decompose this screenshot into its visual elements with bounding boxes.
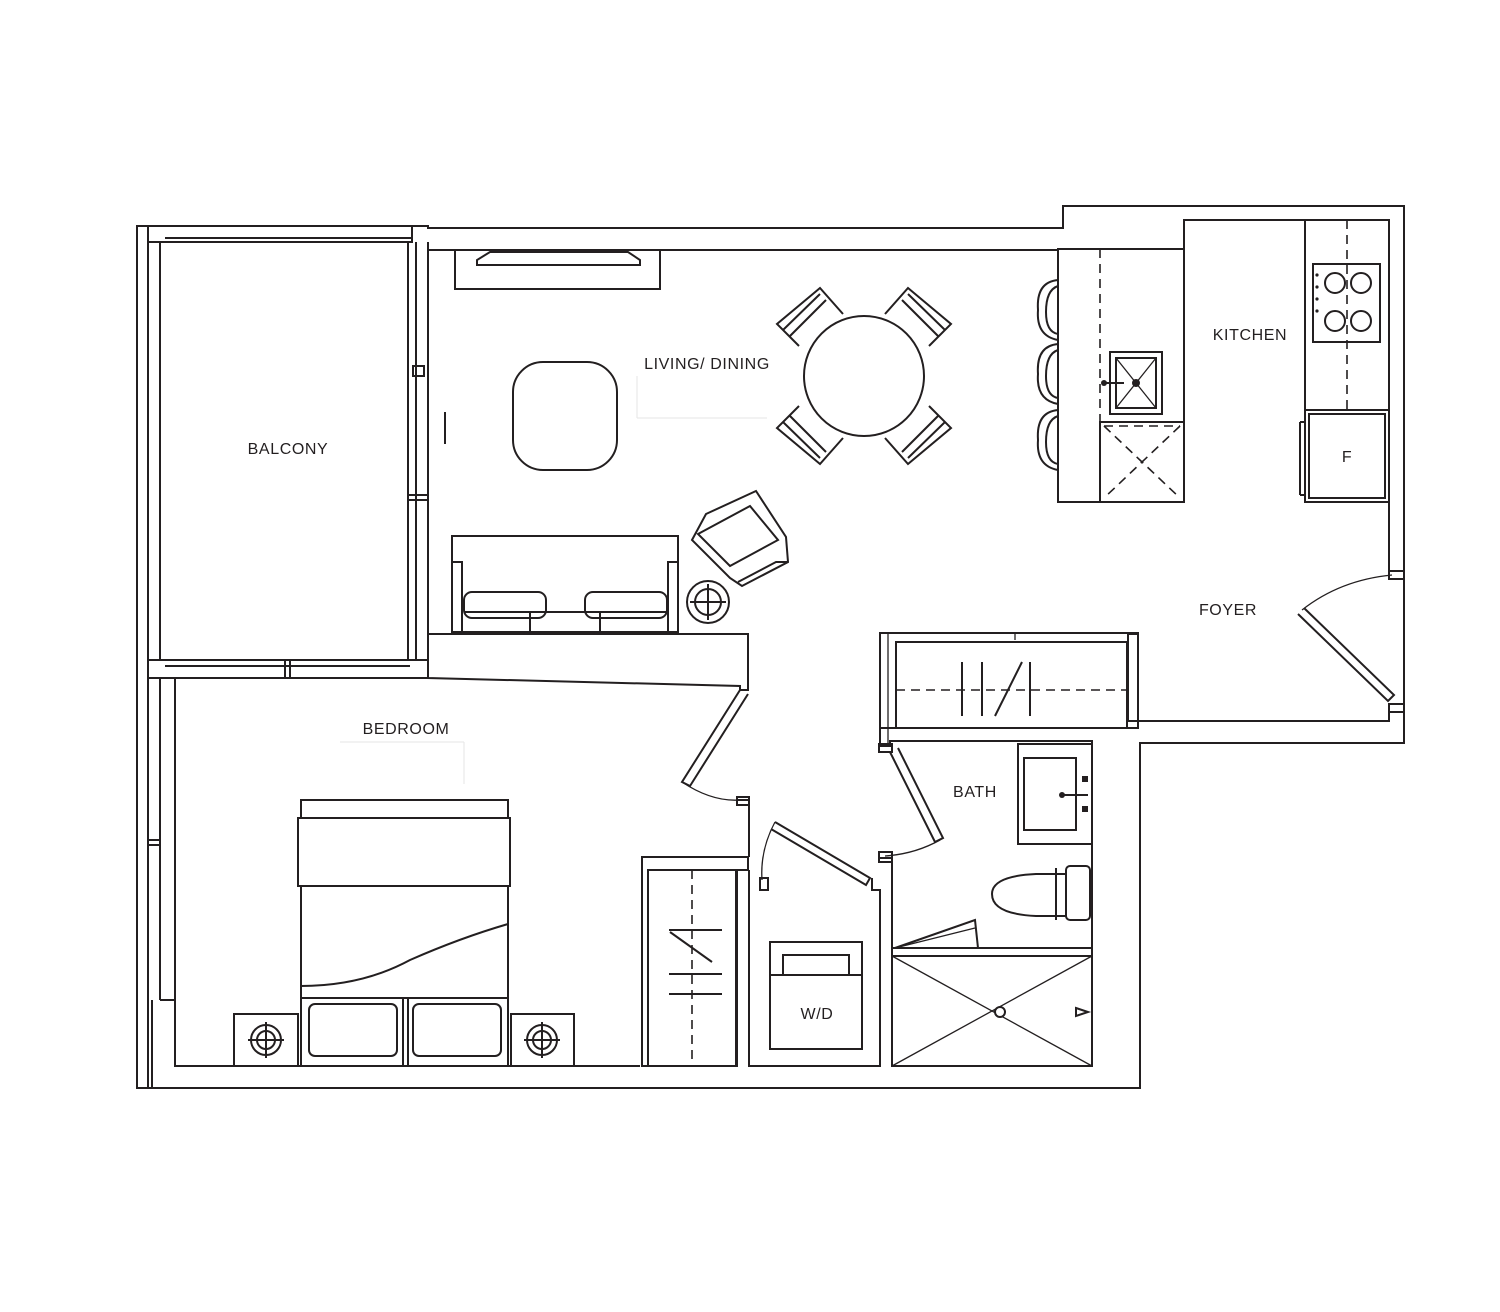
- room-label-foyer: FOYER: [1199, 602, 1257, 619]
- living-furniture: [451, 286, 953, 633]
- room-label-washer-dryer: W/D: [801, 1006, 834, 1023]
- washer-dryer: [769, 941, 863, 1050]
- room-label-bedroom: BEDROOM: [363, 721, 450, 738]
- doors: [680, 570, 1405, 887]
- room-label-balcony: BALCONY: [248, 441, 329, 458]
- bedroom-furniture: [233, 741, 575, 1067]
- interior-walls: [641, 220, 1185, 1067]
- bath-fixtures: [891, 743, 1093, 1067]
- room-label-kitchen: KITCHEN: [1213, 327, 1287, 344]
- room-labels: BALCONY LIVING/ DINING KITCHEN F FOYER B…: [248, 327, 1352, 1023]
- room-label-fridge: F: [1342, 449, 1352, 466]
- room-label-living-dining: LIVING/ DINING: [644, 356, 770, 373]
- kitchen-fixtures: [1036, 220, 1390, 503]
- room-label-bath: BATH: [953, 784, 997, 801]
